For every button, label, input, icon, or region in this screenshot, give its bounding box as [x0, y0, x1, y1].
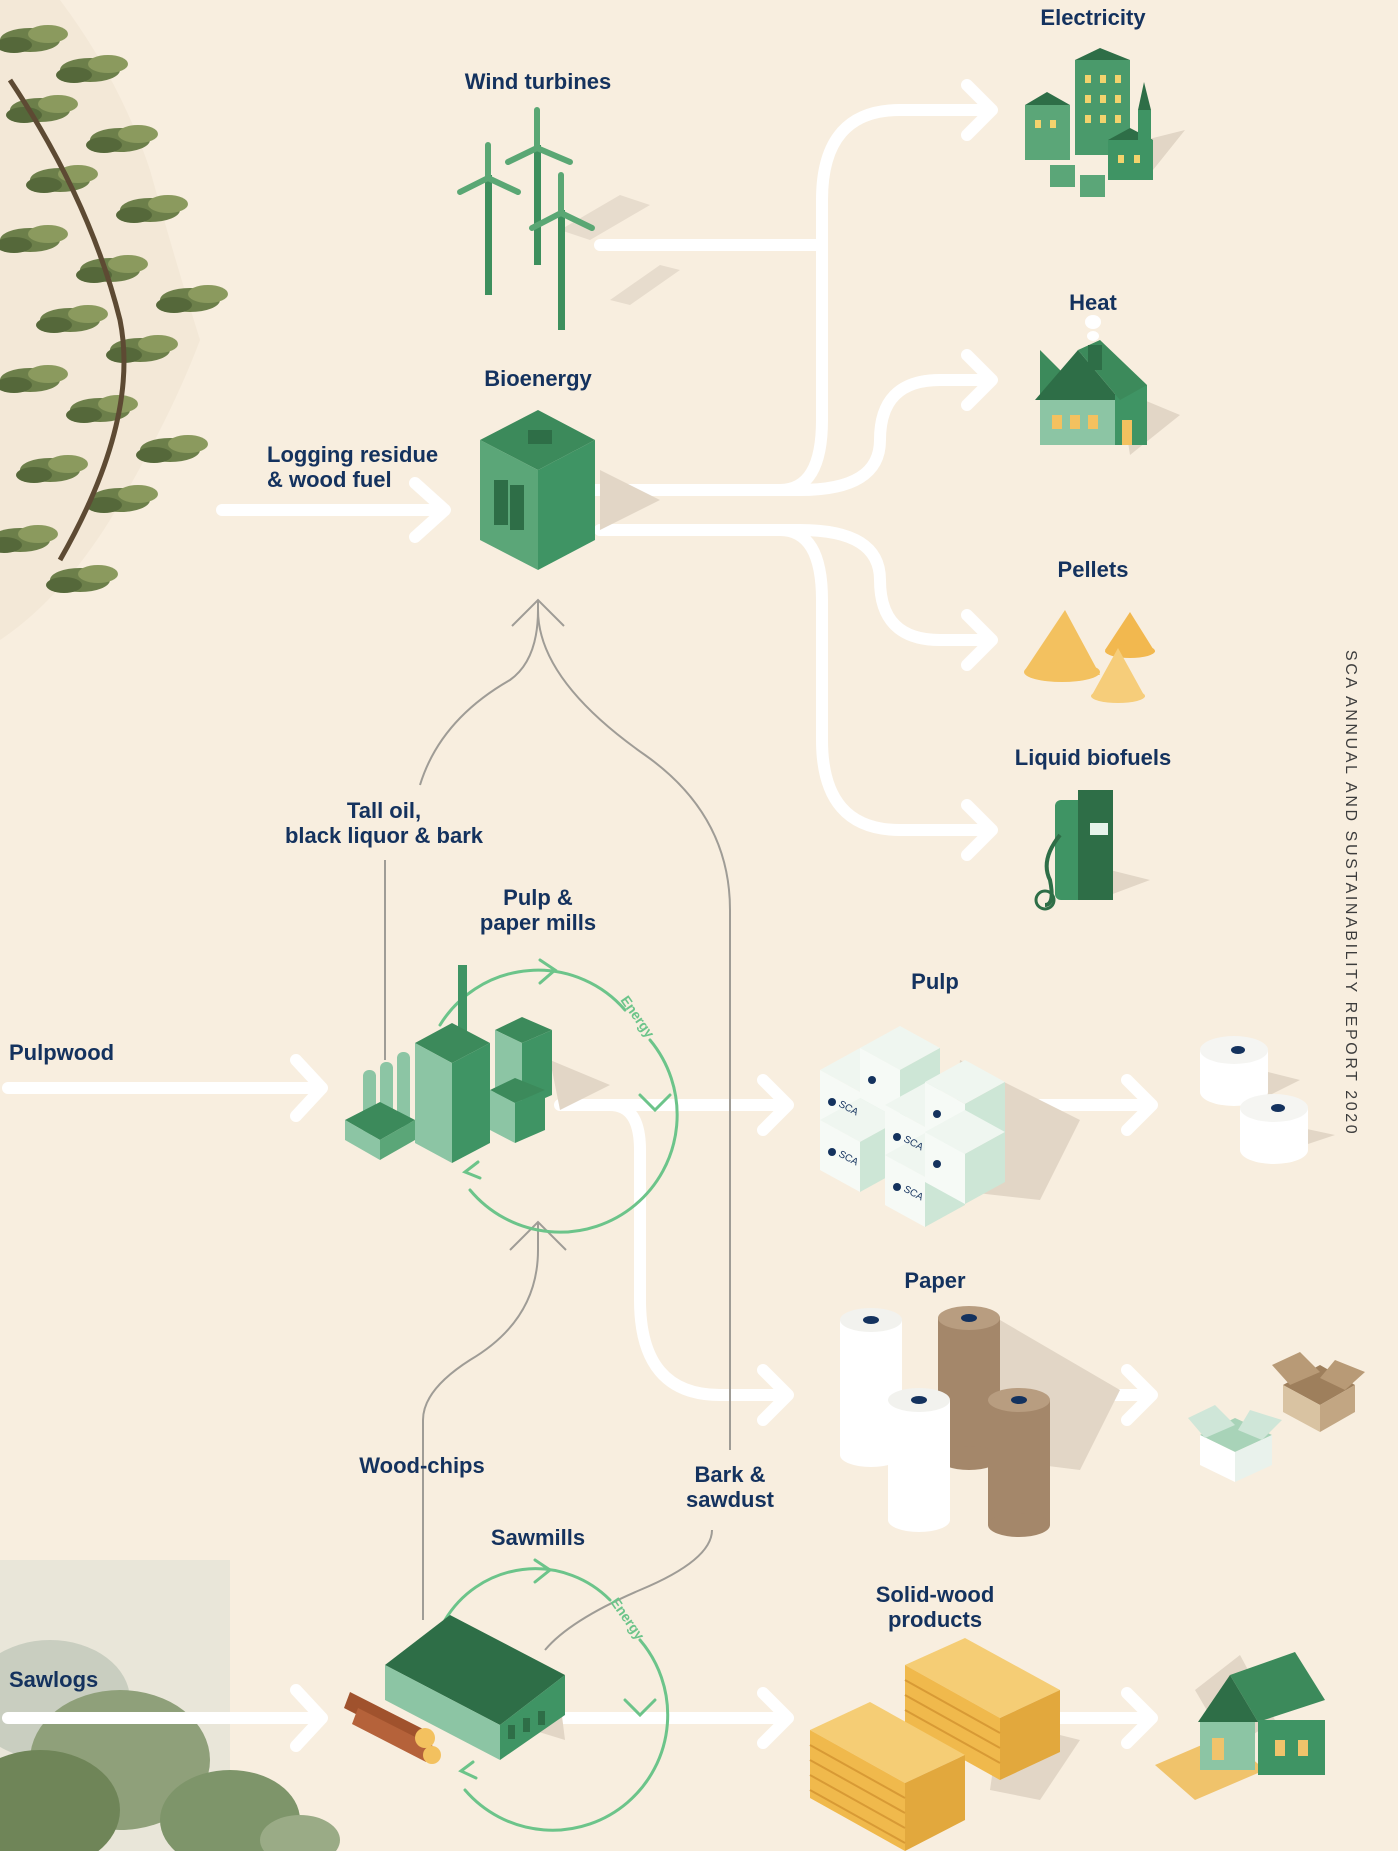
paper-flow: [604, 1099, 786, 1401]
pulp-paper-mill-illustration: [345, 965, 610, 1163]
pellets-flow: [594, 524, 991, 646]
label-pellets: Pellets: [1057, 557, 1129, 582]
label-wood-chips: Wood-chips: [359, 1453, 485, 1478]
label-heat: Heat: [1069, 290, 1117, 315]
label-logging-residue: Logging residue & wood fuel: [267, 442, 438, 492]
by-product-lines: [384, 598, 731, 1651]
electricity-flow: [584, 104, 991, 496]
label-sawmills: Sawmills: [490, 1525, 586, 1550]
boxes-illustration: [1188, 1352, 1365, 1482]
toilet-rolls-illustration: [1200, 1036, 1335, 1164]
label-line: Logging residue: [267, 442, 439, 467]
label-solid-wood-products: Solid-wood products: [876, 1582, 995, 1632]
bioenergy-plant-illustration: [480, 410, 660, 570]
label-liquid-biofuels: Liquid biofuels: [1014, 745, 1172, 770]
energy-cycle-sawmill: [443, 1558, 670, 1832]
label-line: Solid-wood: [875, 1582, 995, 1607]
paper-rolls-illustration: [840, 1306, 1120, 1537]
label-line: Pulp &: [503, 885, 573, 910]
label-line: & wood fuel: [267, 467, 392, 492]
label-pulp-paper-mills: Pulp & paper mills: [480, 885, 596, 935]
forest-bottom-left: [0, 1560, 340, 1851]
report-side-title: SCA ANNUAL AND SUSTAINABILITY REPORT 202…: [1342, 650, 1359, 1137]
label-pulp: Pulp: [911, 969, 959, 994]
label-bioenergy: Bioenergy: [484, 366, 592, 391]
pulp-bales-illustration: [820, 1026, 1080, 1227]
energy-label-pulp: Energy: [618, 993, 658, 1041]
heat-house-illustration: [1035, 315, 1180, 455]
label-line: paper mills: [479, 910, 597, 935]
energy-label-sawmill: Energy: [608, 1595, 648, 1643]
lumber-stacks-illustration: [809, 1638, 1080, 1851]
label-line: Bark &: [694, 1462, 766, 1487]
label-bark-sawdust: Bark & sawdust: [686, 1462, 774, 1512]
sawmill-illustration: [344, 1615, 565, 1764]
pellets-illustration: [1024, 610, 1155, 703]
bark-sawdust-line: [544, 1529, 713, 1651]
heat-flow: [594, 374, 991, 496]
liquid-biofuels-flow: [594, 524, 991, 836]
label-electricity: Electricity: [1040, 5, 1146, 30]
pine-tree-left: [0, 0, 228, 640]
label-line: black liquor & bark: [284, 823, 484, 848]
tall-oil-line: [419, 600, 539, 786]
electricity-buildings-illustration: [1025, 48, 1185, 197]
label-line: Tall oil,: [346, 798, 422, 823]
wind-turbines-illustration: [457, 107, 680, 330]
label-sawlogs: Sawlogs: [9, 1667, 99, 1692]
label-pulpwood: Pulpwood: [9, 1040, 115, 1065]
label-tall-oil: Tall oil, black liquor & bark: [285, 798, 483, 848]
fuel-pump-illustration: [1034, 790, 1150, 911]
flow-arrows: [2, 79, 1158, 1752]
wood-chips-line: [422, 1222, 539, 1500]
label-paper: Paper: [904, 1268, 966, 1293]
wood-house-illustration: [1155, 1652, 1325, 1800]
label-wind-turbines: Wind turbines: [464, 69, 612, 94]
label-line: products: [887, 1607, 983, 1632]
label-line: sawdust: [685, 1487, 775, 1512]
